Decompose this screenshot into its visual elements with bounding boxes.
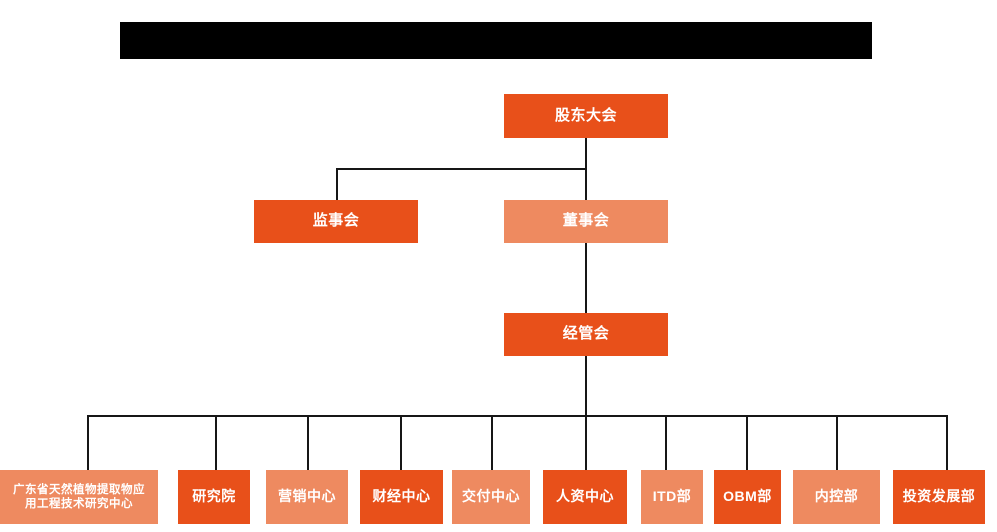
connector-drop-dept-2 — [215, 415, 217, 470]
connector-shareholders-down — [585, 138, 587, 170]
connector-drop-dept-5 — [491, 415, 493, 470]
node-management-committee[interactable]: 经管会 — [504, 313, 668, 356]
connector-drop-dept-6 — [585, 415, 587, 470]
connector-shareholders-to-supervisors-horizontal — [336, 168, 587, 170]
connector-supervisors-drop — [336, 168, 338, 200]
node-board-of-directors[interactable]: 董事会 — [504, 200, 668, 243]
connector-drop-dept-9 — [836, 415, 838, 470]
connector-management-down — [585, 356, 587, 416]
connector-department-bus — [87, 415, 948, 417]
node-department-itd[interactable]: ITD部 — [641, 470, 703, 524]
node-board-of-supervisors[interactable]: 监事会 — [254, 200, 418, 243]
node-department-delivery-center[interactable]: 交付中心 — [452, 470, 530, 524]
connector-drop-dept-1 — [87, 415, 89, 470]
node-department-internal-control[interactable]: 内控部 — [793, 470, 880, 524]
connector-drop-dept-7 — [665, 415, 667, 470]
node-shareholders-meeting[interactable]: 股东大会 — [504, 94, 668, 138]
node-department-hr-center[interactable]: 人资中心 — [543, 470, 627, 524]
node-department-finance-center[interactable]: 财经中心 — [360, 470, 443, 524]
connector-drop-dept-3 — [307, 415, 309, 470]
node-department-label-line1: 广东省天然植物提取物应 — [13, 483, 145, 496]
connector-directors-to-management — [585, 243, 587, 313]
connector-drop-dept-10 — [946, 415, 948, 470]
connector-directors-drop — [585, 168, 587, 200]
node-department-obm[interactable]: OBM部 — [714, 470, 781, 524]
node-department-investment-development[interactable]: 投资发展部 — [893, 470, 985, 524]
node-department-research-institute[interactable]: 研究院 — [178, 470, 250, 524]
node-department-label-line2: 用工程技术研究中心 — [25, 498, 133, 510]
redacted-title-bar — [120, 22, 872, 59]
node-department-marketing-center[interactable]: 营销中心 — [266, 470, 348, 524]
connector-drop-dept-8 — [746, 415, 748, 470]
node-department-research-center[interactable]: 广东省天然植物提取物应 用工程技术研究中心 — [0, 470, 158, 524]
connector-drop-dept-4 — [400, 415, 402, 470]
